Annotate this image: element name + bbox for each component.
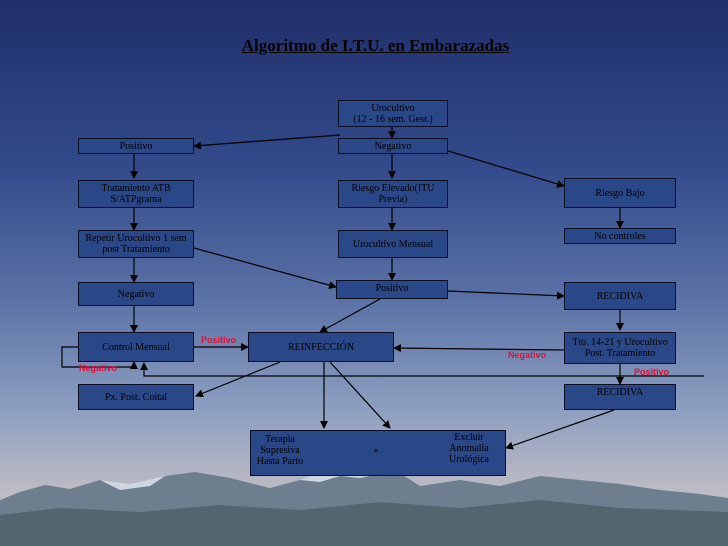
terapia-supresiva-text: Terapia Supresiva Hasta Parto <box>256 434 304 467</box>
px-post-coital-box: Px. Post. Coital <box>78 384 194 410</box>
positivo-center-box: Positivo <box>336 280 448 299</box>
mountain-shadow <box>0 500 728 546</box>
no-controles-box: No controles <box>564 228 676 244</box>
control-mensual-box: Control Mensual <box>78 332 194 362</box>
riesgo-elevado-box: Riesgo Elevado(ITU Previa) <box>338 180 448 208</box>
plus-sign: + <box>373 446 379 457</box>
positivo-control-label: Positivo <box>201 335 237 345</box>
recidiva-box: RECIDIVA <box>564 282 676 310</box>
positivo-right-label: Positivo <box>634 367 670 377</box>
tratamiento-box: Tratamiento ATB S/ATPgrama <box>78 180 194 208</box>
recidiva-2-box: RECIDIVA <box>564 384 676 410</box>
negativo-loop-label: Negativo <box>79 363 118 373</box>
riesgo-bajo-box: Riesgo Bajo <box>564 178 676 208</box>
excluir-anomalia-text: Excluir Anomalía Urológica <box>449 432 489 465</box>
negativo-top-box: Negativo <box>338 138 448 154</box>
negativo-left-box: Negativo <box>78 282 194 306</box>
positivo-left-box: Positivo <box>78 138 194 154</box>
page-title: Algoritmo de I.T.U. en Embarazadas <box>241 36 510 55</box>
reinfeccion-box: REINFECCIÓN <box>248 332 394 362</box>
negativo-right-label: Negativo <box>508 350 547 360</box>
mountain-snow <box>100 462 395 490</box>
urocultivo-box: Urocultivo (12 - 16 sem. Gest.) <box>338 100 448 127</box>
tto-box: Tto. 14-21 y Urocultivo Post. Tratamient… <box>564 332 676 364</box>
repetir-box: Repetir Urocultivo 1 sem post Tratamient… <box>78 230 194 258</box>
urocultivo-mensual-box: Urocultivo Mensual <box>338 230 448 258</box>
treatment-summary-box <box>250 430 506 476</box>
